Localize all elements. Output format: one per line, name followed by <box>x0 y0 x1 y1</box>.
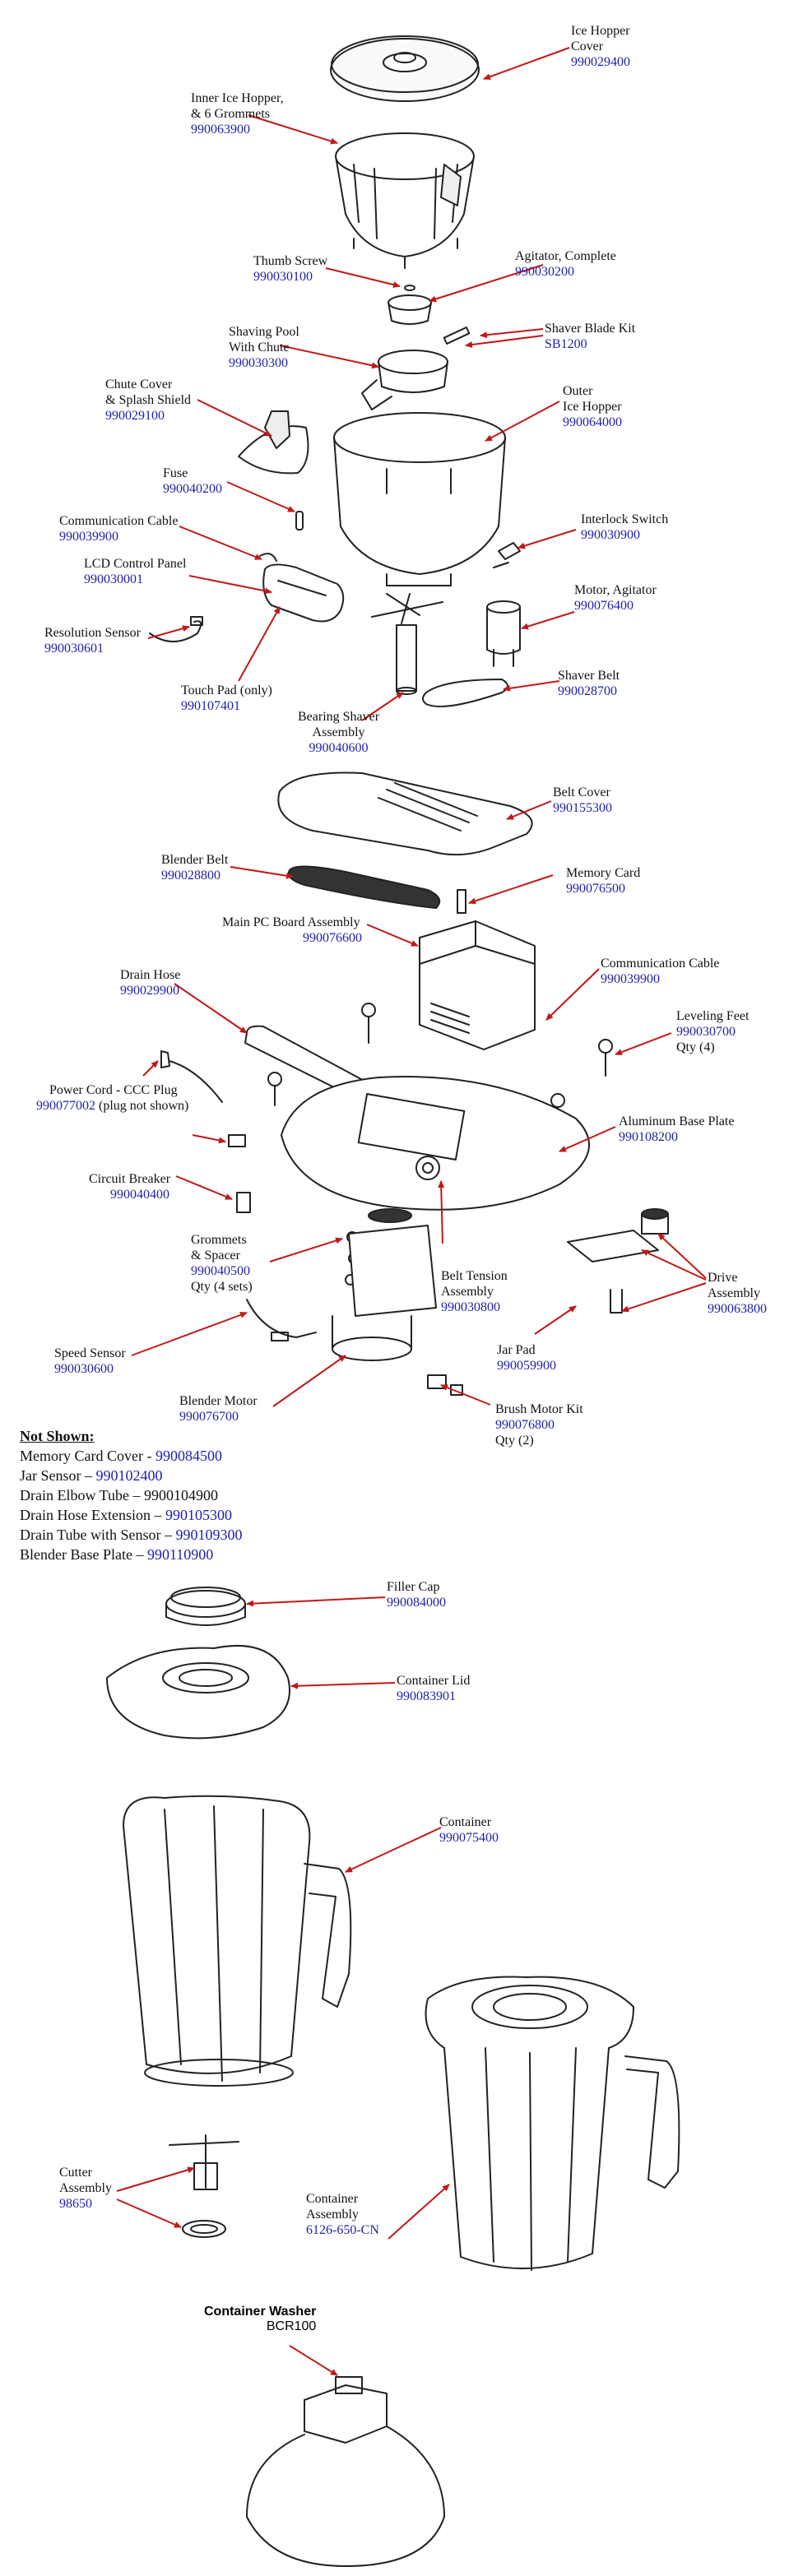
container-drawing <box>123 1795 352 2087</box>
blender-belt-drawing <box>287 865 441 909</box>
agitator-drawing <box>388 285 432 325</box>
not-shown-item: Blender Base Plate – 990110900 <box>20 1546 214 1563</box>
cutter-assembly-drawing <box>169 2134 239 2238</box>
power-cord-drawing <box>160 1050 223 1103</box>
container-assembly-drawing <box>425 1976 680 2271</box>
leveling-feet-drawing <box>267 1003 613 1133</box>
container-washer-drawing <box>246 2376 445 2567</box>
not-shown-list: Not Shown: Memory Card Cover - 990084500… <box>20 1426 243 1564</box>
chute-cover-drawing <box>238 410 309 475</box>
callout-touch-pad: Touch Pad (only)990107401 <box>181 683 272 713</box>
main-pc-board-drawing <box>419 920 536 1050</box>
outer-ice-hopper-drawing <box>333 412 506 586</box>
leader-lines <box>116 47 707 2376</box>
brush-motor-kit-drawing <box>427 1374 463 1396</box>
shaving-pool-drawing <box>361 327 471 410</box>
bearing-shaver-drawing <box>371 593 443 695</box>
motor-agitator-drawing <box>486 600 521 667</box>
memory-card-drawing <box>457 889 466 914</box>
drive-assembly-drawing <box>567 1208 669 1313</box>
not-shown-item: Memory Card Cover - 990084500 <box>20 1448 222 1464</box>
blender-motor-drawing <box>332 1208 437 1361</box>
inner-ice-hopper-drawing <box>335 132 475 269</box>
circuit-breaker-drawing <box>228 1134 251 1213</box>
fuse-drawing <box>295 511 304 530</box>
ice-hopper-cover-drawing <box>330 35 480 102</box>
filler-cap-drawing <box>165 1587 246 1626</box>
aluminum-base-plate-drawing <box>281 1076 590 1211</box>
container-washer-label: Container Washer BCR100 <box>204 2305 316 2334</box>
shaver-belt-drawing <box>422 679 508 707</box>
container-washer-title: Container Washer <box>204 2305 317 2319</box>
speed-sensor-drawing <box>246 1299 317 1341</box>
resolution-sensor-drawing <box>149 616 203 642</box>
container-washer-model: BCR100 <box>266 2319 317 2333</box>
not-shown-title: Not Shown: <box>20 1428 95 1444</box>
not-shown-item: Drain Elbow Tube – 9900104900 <box>20 1487 219 1503</box>
not-shown-item: Jar Sensor – 990102400 <box>20 1467 163 1484</box>
not-shown-item: Drain Hose Extension – 990105300 <box>20 1507 232 1523</box>
belt-cover-drawing <box>277 771 533 856</box>
container-lid-drawing <box>106 1645 290 1740</box>
lcd-panel-drawing <box>259 553 345 623</box>
interlock-switch-drawing <box>493 542 521 568</box>
not-shown-item: Drain Tube with Sensor – 990109300 <box>20 1527 243 1543</box>
